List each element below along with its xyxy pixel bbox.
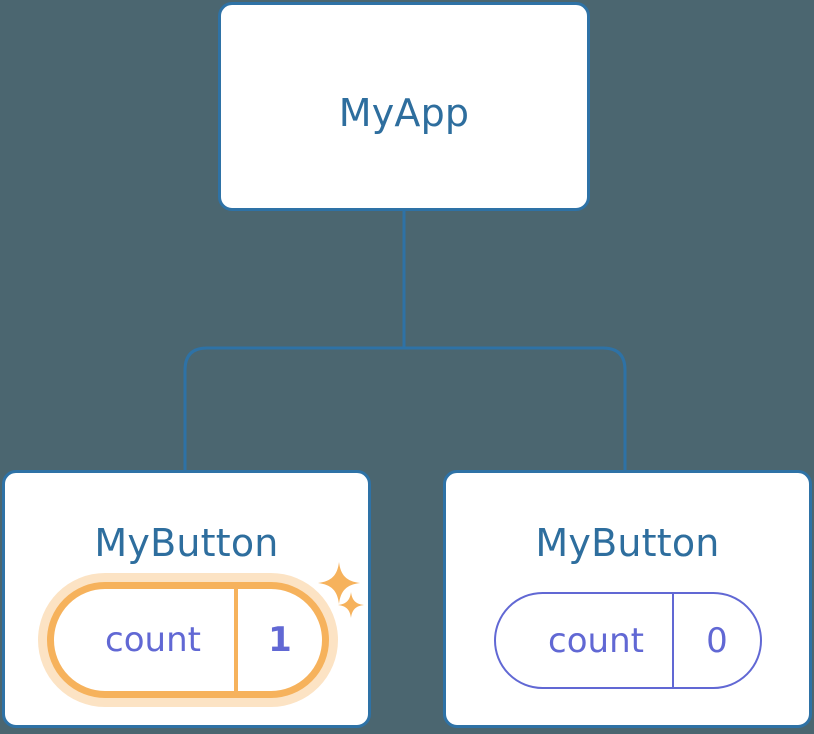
connector-branch-right bbox=[404, 346, 627, 470]
node-title-mybutton-left: MyButton bbox=[94, 521, 279, 565]
connector-branch-left bbox=[183, 346, 404, 470]
tree-node-myapp[interactable]: MyApp bbox=[218, 2, 590, 211]
hook-name-right: count bbox=[548, 620, 644, 661]
hook-chip-count-left[interactable]: count 1 bbox=[47, 582, 329, 698]
node-title-mybutton-right: MyButton bbox=[535, 521, 720, 565]
hook-value-right: 0 bbox=[672, 594, 760, 687]
hook-name-left: count bbox=[105, 620, 201, 660]
hook-value-left: 1 bbox=[234, 589, 322, 691]
hook-chip-count-right[interactable]: count 0 bbox=[494, 592, 762, 689]
node-title-myapp: MyApp bbox=[338, 91, 470, 135]
